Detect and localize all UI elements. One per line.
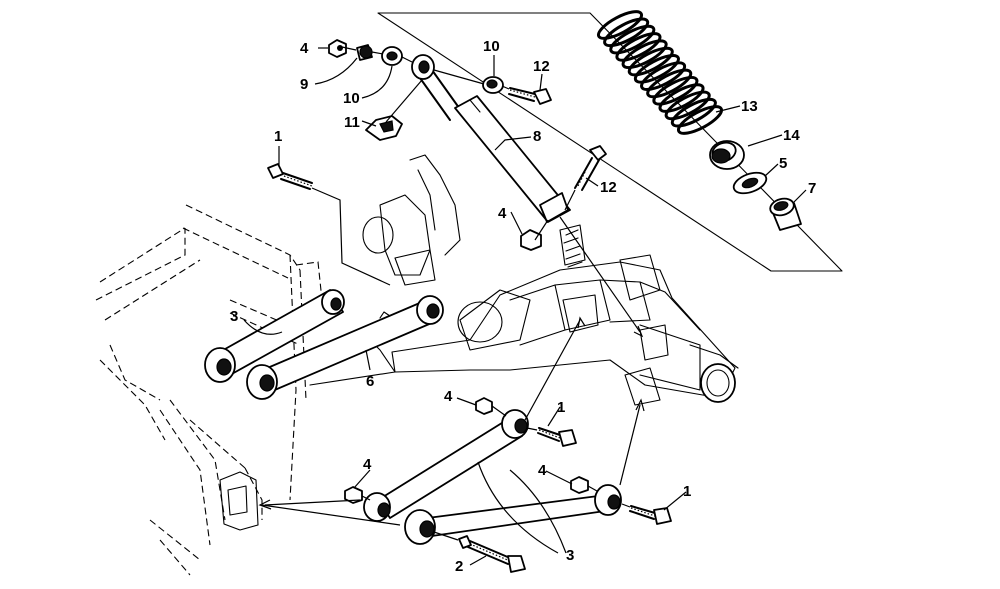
bolt-2 bbox=[458, 535, 526, 573]
axle-small-spring bbox=[563, 229, 583, 268]
spring-coil-turn bbox=[640, 61, 687, 91]
callout-4-shock: 4 bbox=[498, 205, 507, 222]
spring-coil-turn bbox=[646, 68, 693, 99]
callout-1-low: 1 bbox=[683, 483, 691, 500]
spring-coil-turn bbox=[596, 10, 644, 40]
washer-10-right bbox=[482, 76, 504, 94]
callout-8: 8 bbox=[533, 128, 541, 145]
spring-coil-turn bbox=[658, 83, 705, 113]
callout-10-left: 10 bbox=[343, 90, 360, 107]
spring-coil-turn bbox=[627, 46, 674, 77]
bolt-1-low bbox=[629, 505, 672, 525]
lower-control-arm bbox=[363, 409, 622, 545]
spring-coil-turn bbox=[676, 105, 724, 135]
spring-coil-turn bbox=[621, 39, 668, 70]
spring-inset-frame bbox=[377, 12, 843, 272]
callout-3-lower: 3 bbox=[566, 547, 574, 564]
spring-coil-turn bbox=[609, 24, 656, 55]
spring-seat-14 bbox=[709, 140, 745, 170]
callout-4-top: 4 bbox=[300, 40, 309, 57]
spring-coil-turn bbox=[670, 97, 717, 128]
callout-2: 2 bbox=[455, 558, 463, 575]
shock-absorber bbox=[411, 54, 571, 223]
callout-4-mid: 4 bbox=[444, 388, 453, 405]
callout-leaders bbox=[243, 47, 807, 566]
nut-4-mid bbox=[475, 397, 493, 415]
bolt-12-mid bbox=[574, 145, 607, 191]
washer-10-left bbox=[381, 46, 403, 66]
callout-5: 5 bbox=[779, 155, 787, 172]
callout-6: 6 bbox=[366, 373, 374, 390]
callout-12-mid: 12 bbox=[600, 179, 617, 196]
callout-4-low-left: 4 bbox=[363, 456, 372, 473]
callout-labels: 4 9 10 10 12 11 8 13 14 5 7 1 12 4 3 6 4… bbox=[230, 38, 816, 575]
callout-4-low-right: 4 bbox=[538, 462, 547, 479]
nut-4-top bbox=[328, 39, 347, 58]
washer-11 bbox=[365, 115, 403, 141]
callout-9: 9 bbox=[300, 76, 308, 93]
callout-1-left: 1 bbox=[274, 128, 282, 145]
assembly-leader-lines bbox=[258, 46, 645, 541]
frame-bracket-left bbox=[219, 471, 259, 531]
bushing-7 bbox=[769, 197, 802, 231]
callout-12-top: 12 bbox=[533, 58, 550, 75]
callout-10-right: 10 bbox=[483, 38, 500, 55]
spring-coil-turn bbox=[652, 75, 699, 106]
bushing-9 bbox=[356, 44, 373, 61]
callout-3-upper: 3 bbox=[230, 308, 238, 325]
bolt-1-left bbox=[267, 163, 313, 190]
spring-coil-turn bbox=[603, 17, 650, 48]
callout-1-mid: 1 bbox=[557, 399, 565, 416]
spring-coil-turn bbox=[664, 90, 711, 121]
nut-4-low-right bbox=[570, 476, 589, 494]
spring-coil-turn bbox=[633, 54, 680, 84]
nut-4-shock bbox=[520, 229, 542, 251]
bolt-12-top bbox=[508, 87, 552, 105]
callout-11: 11 bbox=[344, 114, 360, 131]
spring-coil-turn bbox=[615, 32, 662, 62]
callout-13: 13 bbox=[741, 98, 758, 115]
washer-5 bbox=[732, 171, 768, 195]
upper-radius-rod-6 bbox=[246, 295, 444, 400]
bolt-1-mid bbox=[537, 427, 577, 447]
coil-spring bbox=[596, 10, 724, 135]
callout-14: 14 bbox=[783, 127, 800, 144]
rear-axle-housing bbox=[299, 154, 739, 406]
vehicle-frame bbox=[95, 204, 323, 576]
callout-7: 7 bbox=[808, 180, 816, 197]
nut-4-low-left bbox=[344, 486, 363, 504]
